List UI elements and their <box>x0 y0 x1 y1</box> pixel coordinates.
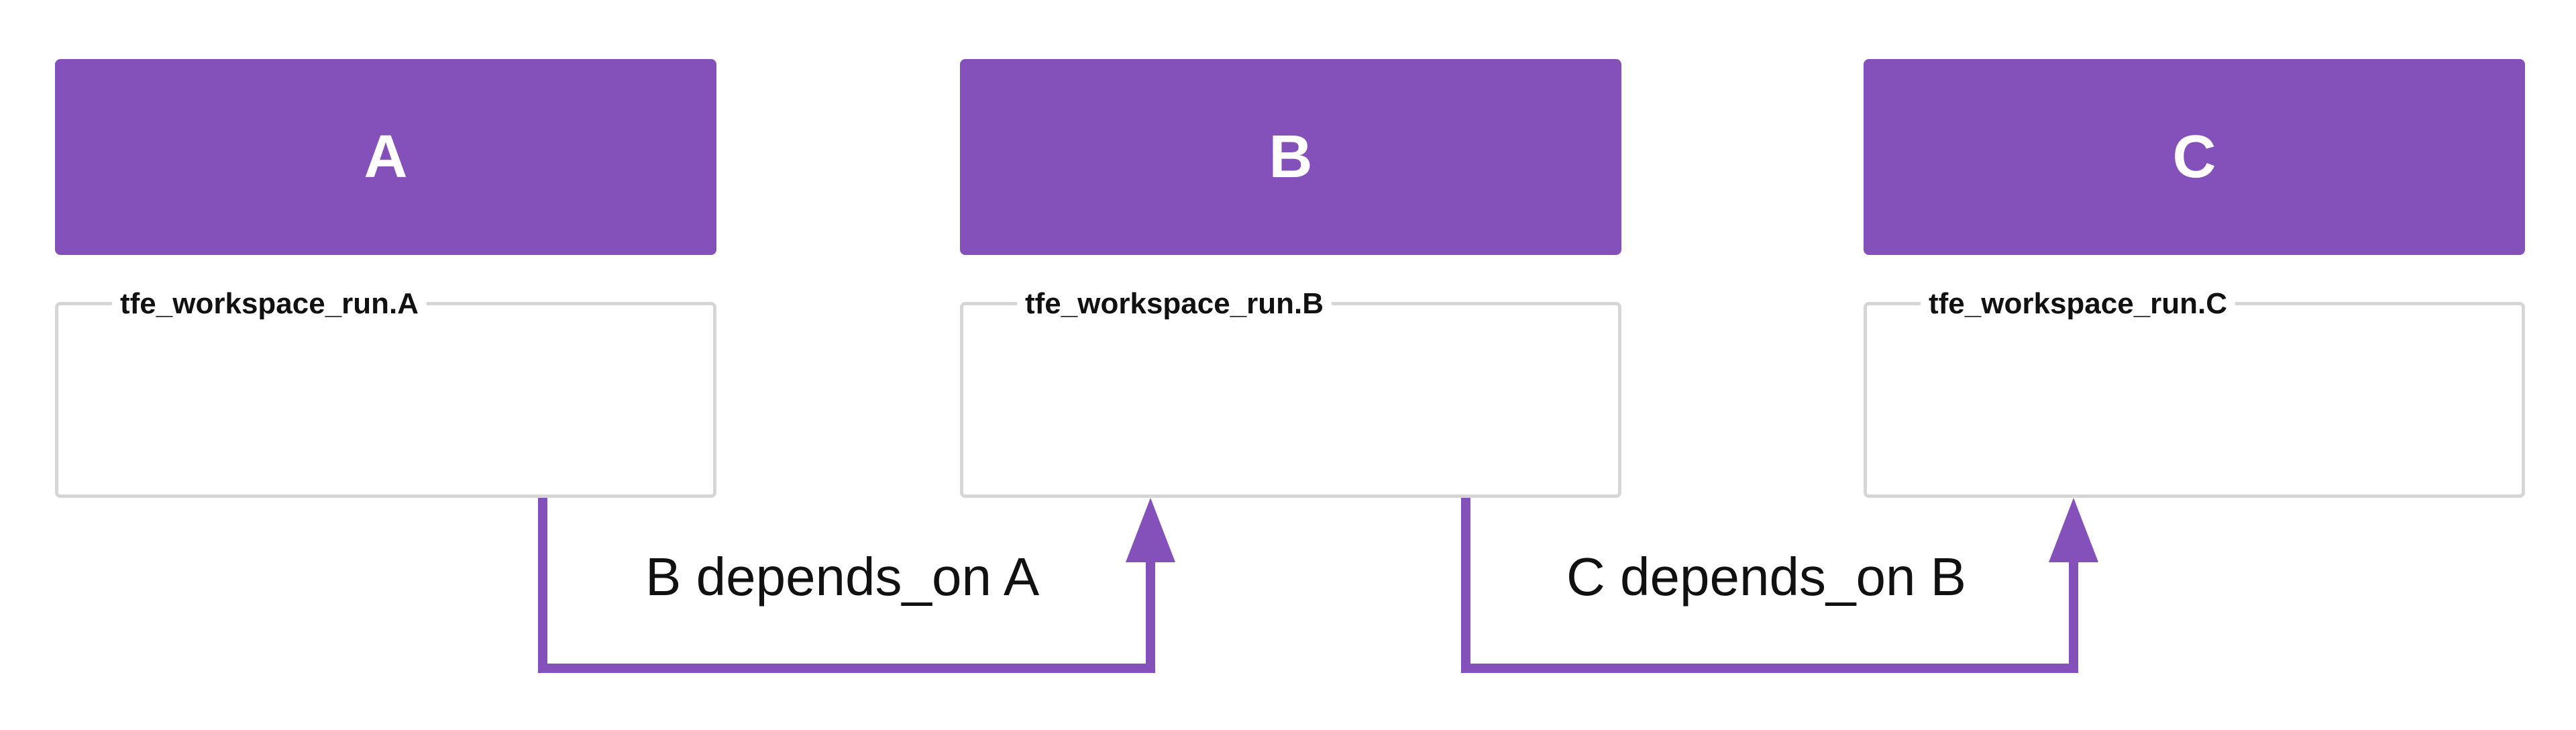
workspace-b-header: B <box>960 59 1621 255</box>
workspace-b: B tfe_workspace_run.B <box>960 59 1621 498</box>
workspace-c-resource-label: tfe_workspace_run.C <box>1921 285 2236 323</box>
workspace-b-resource-box: tfe_workspace_run.B <box>960 285 1621 498</box>
dependency-label-c-on-b: C depends_on B <box>1566 547 1967 607</box>
workspace-b-resource-label: tfe_workspace_run.B <box>1017 285 1332 323</box>
workspace-c-header: C <box>1864 59 2525 255</box>
connector-a-to-b <box>538 498 1155 673</box>
connector-a-to-b-arrowhead <box>1126 498 1175 562</box>
workspace-a-resource-label: tfe_workspace_run.A <box>112 285 427 323</box>
workspace-a: A tfe_workspace_run.A <box>55 59 716 498</box>
dependency-label-b-on-a: B depends_on A <box>645 547 1040 607</box>
workspace-a-resource-box: tfe_workspace_run.A <box>55 285 716 498</box>
workspace-c: C tfe_workspace_run.C <box>1864 59 2525 498</box>
workspace-a-header: A <box>55 59 716 255</box>
connector-b-to-c-arrowhead <box>2049 498 2098 562</box>
connector-b-to-c <box>1461 498 2078 673</box>
workspace-c-resource-box: tfe_workspace_run.C <box>1864 285 2525 498</box>
